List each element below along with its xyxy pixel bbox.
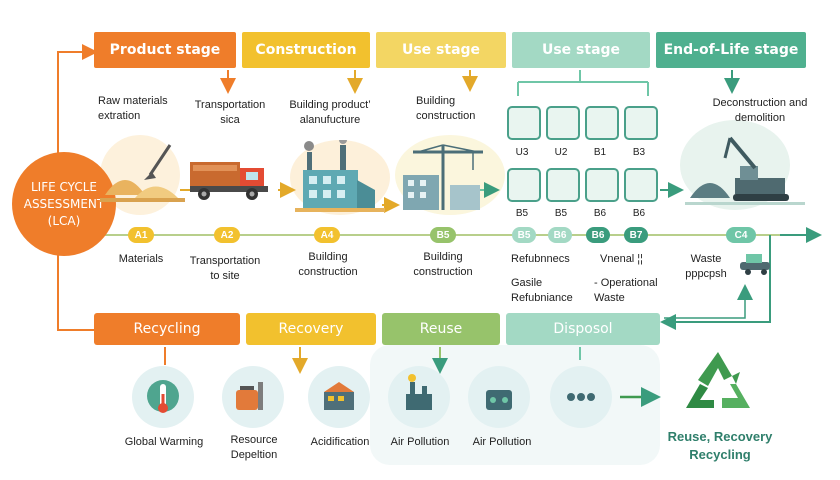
raw-materials-illustration <box>100 144 185 202</box>
stage-recycling-label: Recycling <box>133 321 201 337</box>
lca-title-line1: LIFE CYCLE <box>30 179 97 194</box>
stage-construction[interactable]: Construction <box>242 32 370 68</box>
recycle-icon <box>686 352 750 408</box>
module-icon-1 <box>507 106 541 140</box>
stage-disposal[interactable]: Disposol <box>506 313 660 345</box>
module-code-5: B5 <box>515 208 529 219</box>
module-pill-b5-use: B5 <box>512 227 536 243</box>
stage-end-of-life-label: End-of-Life stage <box>663 42 799 58</box>
crane-illustration <box>403 144 483 210</box>
stage-disposal-label: Disposol <box>553 321 613 337</box>
stage-end-of-life[interactable]: End-of-Life stage <box>656 32 806 68</box>
stage-recycling[interactable]: Recycling <box>94 313 240 345</box>
label-operational-waste: - Operational Waste <box>594 277 658 304</box>
lca-circle: LIFE CYCLE ASSESSMENT (LCA) <box>12 152 116 256</box>
recycle-caption-line1: Reuse, Recovery <box>667 429 773 444</box>
module-icon-3 <box>585 106 619 140</box>
module-code-3: B1 <box>593 147 607 158</box>
label-materials: Materials <box>118 253 164 265</box>
module-pill-a4: A4 <box>314 227 340 243</box>
module-code-2: U2 <box>554 147 568 158</box>
stage-construction-label: Construction <box>255 42 357 58</box>
lca-title-line2: ASSESSMENT <box>23 196 105 211</box>
stage-product-label: Product stage <box>109 42 221 58</box>
stage-product[interactable]: Product stage <box>94 32 236 68</box>
stage-reuse-label: Reuse <box>419 321 463 337</box>
module-code-7: B6 <box>593 208 607 219</box>
module-icon-2 <box>546 106 580 140</box>
resource-depletion-icon <box>222 366 284 428</box>
label-building-1: Building construction <box>298 251 358 278</box>
module-code-1: U3 <box>515 147 529 158</box>
acidification-icon <box>308 366 370 428</box>
label-waste: Waste pppcpsh <box>685 253 727 280</box>
waste-processing-icon <box>740 254 770 275</box>
label-gasile-refurbishment: Gasile Refubniance <box>511 277 573 304</box>
impact-label-resource-depletion: Resource Depeltion <box>230 434 278 461</box>
label-raw-materials: Raw materials extration <box>98 95 168 122</box>
truck-illustration <box>190 162 268 200</box>
module-pill-a1: A1 <box>128 227 154 243</box>
impact-label-air-pollution-2: Air Pollution <box>472 436 532 448</box>
module-pill-a2: A2 <box>214 227 240 243</box>
stage-recovery[interactable]: Recovery <box>246 313 376 345</box>
air-pollution-icon-1 <box>388 366 450 428</box>
lca-title-line3: (LCA) <box>47 213 81 228</box>
module-code-4: B3 <box>632 147 646 158</box>
stage-use-2[interactable]: Use stage <box>512 32 650 68</box>
label-demolition: Deconstruction and demolition <box>712 97 808 124</box>
module-icon-6 <box>546 168 580 202</box>
recycle-caption: Reuse, Recovery Recycling <box>660 428 780 464</box>
stage-use-2-label: Use stage <box>541 42 621 58</box>
recycle-caption-line2: Recycling <box>689 447 751 462</box>
air-pollution-icon-2 <box>468 366 530 428</box>
module-code-8: B6 <box>632 208 646 219</box>
module-pill-c4: C4 <box>726 227 756 243</box>
module-pill-b6: B6 <box>548 227 572 243</box>
label-transport-to-site: Transportation to site <box>189 255 261 282</box>
module-pill-b7: B7 <box>624 227 648 243</box>
module-pill-b5: B5 <box>430 227 456 243</box>
stage-use-1[interactable]: Use stage <box>376 32 506 68</box>
impact-label-acidification: Acidification <box>310 436 370 448</box>
label-refurbishment: Refubnnecs <box>511 253 570 265</box>
module-icon-8 <box>624 168 658 202</box>
stage-use-1-label: Use stage <box>401 42 481 58</box>
factory-illustration <box>295 140 385 212</box>
module-icon-7 <box>585 168 619 202</box>
impact-label-air-pollution-1: Air Pollution <box>390 436 450 448</box>
stage-reuse[interactable]: Reuse <box>382 313 500 345</box>
label-building-construction: Building construction <box>416 95 476 122</box>
module-icon-5 <box>507 168 541 202</box>
label-vnenal: Vnenal ¦¦ <box>600 253 644 265</box>
demolition-illustration <box>685 136 805 205</box>
module-icon-4 <box>624 106 658 140</box>
more-icon[interactable] <box>550 366 612 428</box>
label-transportation: Transportation sica <box>194 99 266 126</box>
impact-label-global-warming: Global Warming <box>124 436 204 448</box>
label-manufacture: Building product’ alanufucture <box>289 99 371 126</box>
label-building-2: Building construction <box>413 251 473 278</box>
module-code-6: B5 <box>554 208 568 219</box>
global-warming-icon <box>132 366 194 428</box>
module-pill-b6-use: B6 <box>586 227 610 243</box>
stage-recovery-label: Recovery <box>278 321 344 337</box>
